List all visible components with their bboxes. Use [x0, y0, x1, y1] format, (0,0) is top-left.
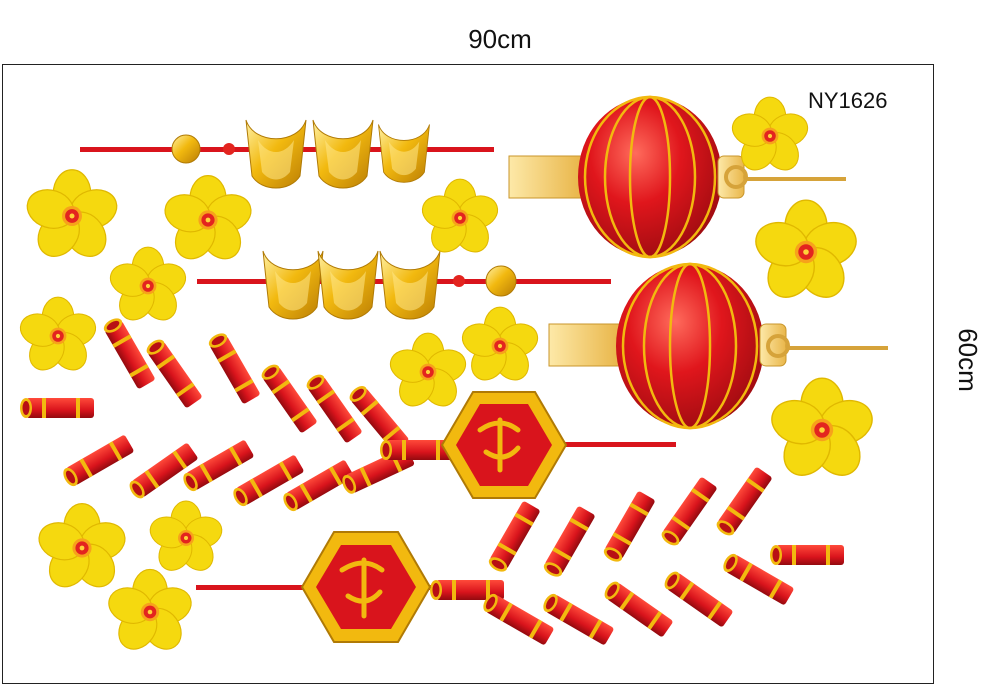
red-lantern-icon	[548, 262, 888, 430]
plum-blossom-icon	[15, 296, 101, 378]
gold-ingot-icon	[262, 250, 324, 320]
gold-ingot-icon	[317, 250, 379, 320]
gold-ingot-icon	[245, 119, 307, 189]
plum-blossom-icon	[105, 246, 191, 328]
product-code: NY1626	[808, 88, 888, 113]
gold-ingot-string-top	[80, 119, 494, 189]
plum-blossom-icon	[145, 500, 227, 578]
plum-blossom-icon	[33, 503, 131, 596]
plum-blossom-icon	[417, 178, 503, 260]
plum-blossom-icon	[21, 169, 123, 266]
plum-blossom-icon	[457, 306, 543, 388]
plum-blossom-icon	[103, 568, 197, 658]
width-dimension-label: 90cm	[468, 24, 532, 54]
sticker-sheet	[2, 64, 934, 684]
fortune-plaque-icon	[300, 531, 432, 643]
plum-blossom-icon	[385, 332, 471, 414]
gold-ingot-icon	[378, 124, 430, 183]
gold-ingot-string-middle	[197, 250, 611, 320]
red-lantern-icon	[508, 95, 846, 259]
gold-ingot-icon	[312, 119, 374, 189]
plum-blossom-icon	[749, 199, 863, 307]
plum-blossom-icon	[159, 174, 257, 268]
gold-ingot-icon	[379, 250, 441, 320]
plum-blossom-icon	[765, 377, 879, 485]
fortune-plaque-icon	[440, 391, 568, 499]
